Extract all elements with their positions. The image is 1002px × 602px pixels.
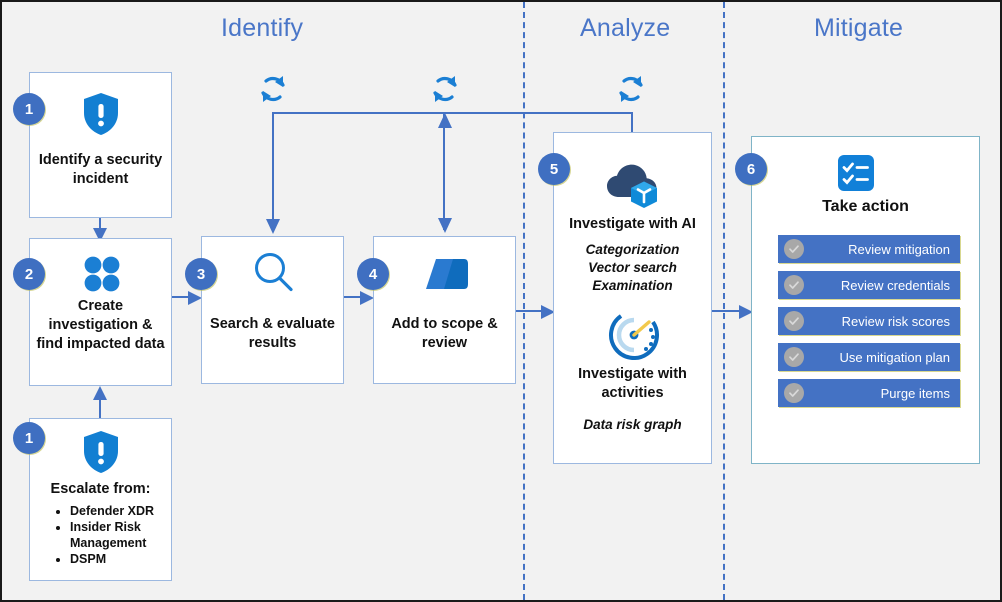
- list-item: Defender XDR: [70, 503, 163, 519]
- node-investigate-ai-label: Investigate with AI: [569, 216, 696, 232]
- list-item: Insider Risk Management: [70, 519, 163, 551]
- ai-sub-line: Vector search: [588, 260, 677, 275]
- arrowhead-up-from-scope: [438, 113, 452, 128]
- arrowhead-right-to-scope: [360, 291, 374, 305]
- escalate-source-list: Defender XDR Insider Risk Management DSP…: [50, 503, 163, 567]
- arrowhead-right-to-investigate: [541, 305, 555, 319]
- step-badge-4: 4: [357, 258, 389, 290]
- node-add-to-scope[interactable]: Add to scope & review: [373, 236, 516, 384]
- arrowhead-right-to-search: [188, 291, 202, 305]
- node-identify-incident[interactable]: Identify a security incident: [29, 72, 172, 218]
- phase-title-analyze: Analyze: [580, 14, 671, 42]
- checklist-icon: [838, 155, 874, 191]
- action-review-credentials[interactable]: Review credentials: [778, 271, 960, 299]
- loop-line-from-investigate: [631, 112, 633, 134]
- node-investigate[interactable]: Investigate with AI Categorization Vecto…: [553, 132, 712, 464]
- gauge-activity-icon: [609, 310, 659, 360]
- step-badge-5: 5: [538, 153, 570, 185]
- refresh-loop-icon-1: [261, 76, 285, 102]
- step-badge-2: 2: [13, 258, 45, 290]
- check-circle-icon: [784, 347, 804, 367]
- check-circle-icon: [784, 275, 804, 295]
- line-scope-to-investigate: [516, 310, 546, 312]
- loop-line-to-scope: [443, 112, 445, 230]
- node-add-to-scope-label: Add to scope & review: [391, 316, 498, 351]
- step-badge-6: 6: [735, 153, 767, 185]
- four-dots-icon: [84, 256, 120, 292]
- divider-identify-analyze: [523, 2, 525, 600]
- refresh-loop-icon-3: [619, 76, 643, 102]
- action-label: Purge items: [880, 385, 950, 401]
- action-review-mitigation[interactable]: Review mitigation: [778, 235, 960, 263]
- node-search-evaluate[interactable]: Search & evaluate results: [201, 236, 344, 384]
- node-identify-incident-label: Identify a security incident: [38, 152, 163, 187]
- cloud-ai-cube-icon: [607, 164, 657, 208]
- ai-sub-line: Examination: [592, 278, 673, 293]
- node-search-evaluate-label: Search & evaluate results: [210, 316, 335, 351]
- action-label: Review credentials: [840, 277, 950, 293]
- ai-sub-line: Categorization: [585, 242, 680, 257]
- node-investigate-activities-sub: Data risk graph: [583, 417, 682, 432]
- divider-analyze-mitigate: [723, 2, 725, 600]
- shield-alert-icon: [84, 93, 118, 135]
- shield-alert-icon: [84, 431, 118, 473]
- loop-line-to-search: [272, 112, 274, 227]
- phase-title-identify: Identify: [221, 14, 304, 42]
- arrowhead-down-to-scope: [438, 218, 452, 233]
- action-use-mitigation-plan[interactable]: Use mitigation plan: [778, 343, 960, 371]
- step-badge-1-escalate: 1: [13, 422, 45, 454]
- magnifier-icon: [255, 253, 293, 292]
- line-incident-to-create: [99, 218, 101, 236]
- node-take-action[interactable]: Take action Review mitigation Review cre…: [751, 136, 980, 464]
- arrowhead-up-to-create: [93, 386, 107, 400]
- action-label: Review mitigation: [848, 241, 950, 257]
- node-create-investigation-label: Create investigation & find impacted dat…: [36, 298, 165, 352]
- arrowhead-down-to-search: [266, 219, 280, 234]
- refresh-loop-icon-2: [433, 76, 457, 102]
- check-circle-icon: [784, 383, 804, 403]
- line-investigate-to-action: [712, 310, 744, 312]
- action-label: Review risk scores: [841, 313, 950, 329]
- node-create-investigation[interactable]: Create investigation & find impacted dat…: [29, 238, 172, 386]
- check-circle-icon: [784, 311, 804, 331]
- escalate-from-title: Escalate from:: [50, 481, 151, 497]
- step-badge-1: 1: [13, 93, 45, 125]
- arrowhead-down-to-create: [93, 228, 107, 242]
- list-item: DSPM: [70, 551, 163, 567]
- node-take-action-label: Take action: [822, 198, 909, 215]
- node-escalate-from[interactable]: Escalate from: Defender XDR Insider Risk…: [29, 418, 172, 581]
- step-badge-3: 3: [185, 258, 217, 290]
- node-investigate-ai-sublist: Categorization Vector search Examination: [558, 241, 707, 295]
- line-escalate-to-create: [99, 394, 101, 418]
- phase-title-mitigate: Mitigate: [814, 14, 904, 42]
- layers-icon: [426, 259, 468, 289]
- loop-spine-line: [272, 112, 633, 114]
- action-review-risk-scores[interactable]: Review risk scores: [778, 307, 960, 335]
- arrowhead-right-to-action: [739, 305, 753, 319]
- action-label: Use mitigation plan: [839, 349, 950, 365]
- line-search-to-scope: [344, 296, 366, 298]
- action-purge-items[interactable]: Purge items: [778, 379, 960, 407]
- node-investigate-activities-label: Investigate with activities: [578, 366, 687, 401]
- check-circle-icon: [784, 239, 804, 259]
- line-create-to-search: [172, 296, 194, 298]
